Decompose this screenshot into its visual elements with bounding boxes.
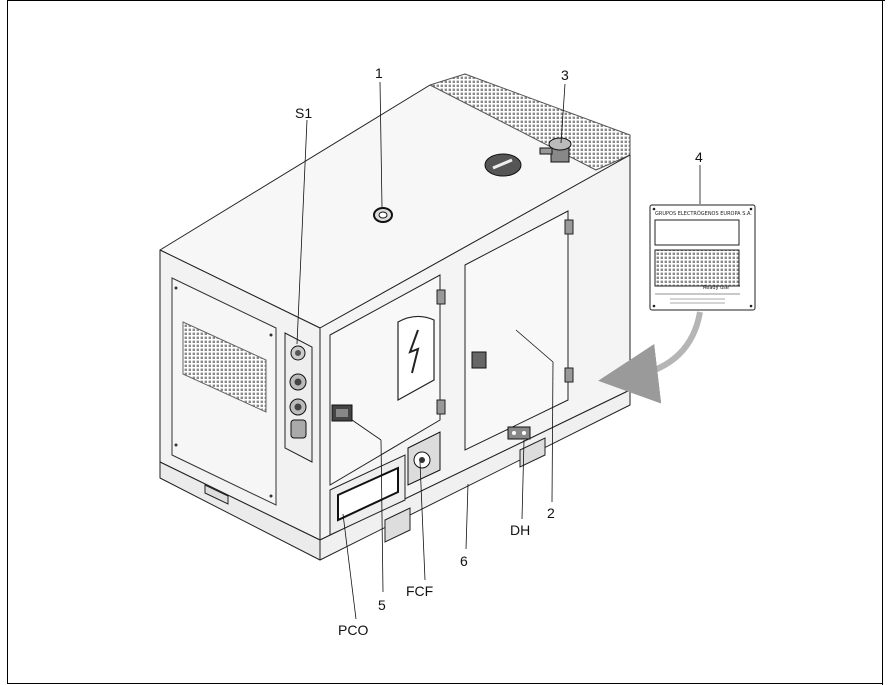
- pco-cover: [337, 466, 399, 522]
- callout-3: 3: [561, 67, 569, 83]
- frame-top-border: [7, 0, 885, 1]
- frame-right-border: [882, 0, 883, 685]
- door-hinge-top: [436, 289, 446, 305]
- plate-location-arrow: [598, 311, 703, 404]
- callout-leaders: [296, 81, 701, 620]
- callout-s1: S1: [295, 105, 312, 121]
- fuel-cap: [539, 137, 572, 163]
- roof-cover: [484, 153, 522, 177]
- callout-4: 4: [695, 149, 703, 165]
- drain-hole: [507, 426, 531, 440]
- figure-frame: [7, 0, 883, 684]
- enclosure-feet: [204, 437, 546, 543]
- callout-6: 6: [460, 553, 468, 569]
- base-skid-left: [159, 461, 321, 561]
- callout-2: 2: [547, 505, 555, 521]
- plate-status: Ready use: [703, 285, 729, 291]
- callout-dh: DH: [510, 522, 530, 538]
- door-hinge-right-bottom: [564, 367, 574, 383]
- door-hinge-right-top: [564, 219, 574, 235]
- front-left-door: [329, 274, 446, 486]
- side-louver-panel: [171, 277, 277, 506]
- logo-icon: [408, 329, 420, 374]
- callout-fcf: FCF: [406, 583, 433, 599]
- callout-pco: PCO: [338, 622, 368, 638]
- door-hinge-bottom: [436, 399, 446, 415]
- socket-panel: [284, 332, 313, 463]
- callout-1: 1: [375, 65, 383, 81]
- id-plate: GRUPOS ELECTRÓGENOS EUROPA S.A. Ready us…: [649, 204, 756, 311]
- callout-5: 5: [378, 597, 386, 613]
- plate-header: GRUPOS ELECTRÓGENOS EUROPA S.A.: [655, 210, 752, 217]
- lifting-eye: [373, 207, 393, 223]
- lower-front-panel: [329, 431, 441, 536]
